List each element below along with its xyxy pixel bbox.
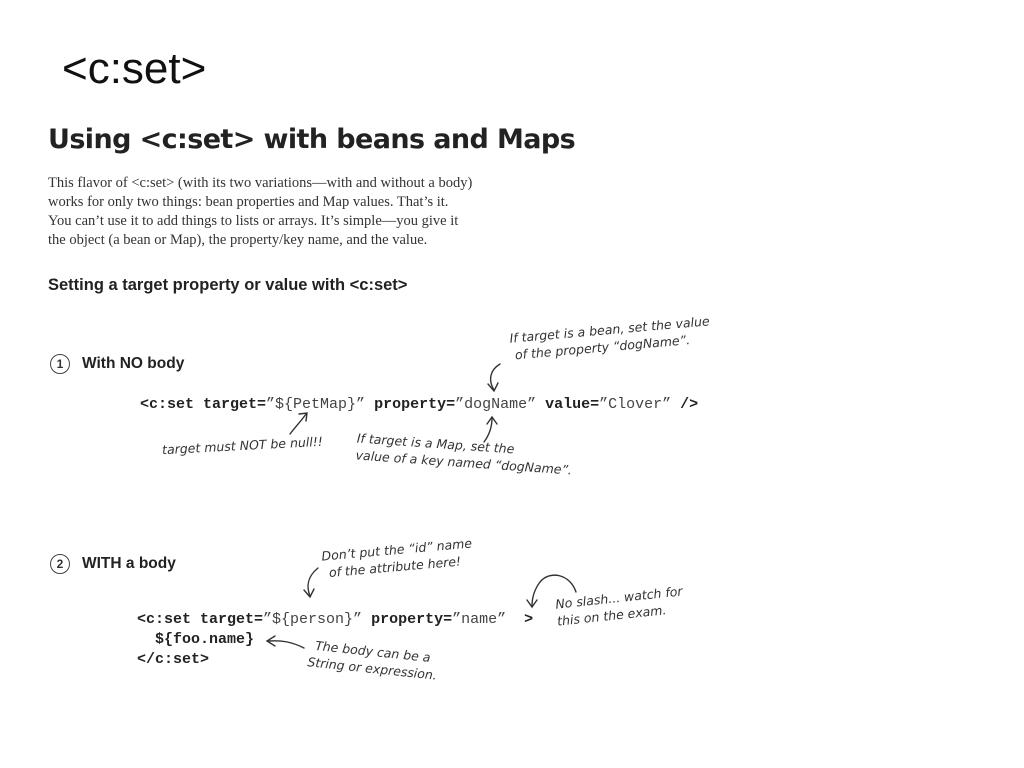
- code-line-no-body: <c:set target=”${PetMap}” property=”dogN…: [140, 396, 698, 413]
- code-target-value: ”${PetMap}”: [266, 396, 366, 413]
- code-value-attr: value=: [536, 396, 600, 413]
- step-number-badge: 2: [50, 554, 70, 574]
- code-property-attr: property=: [362, 611, 453, 628]
- code-line-with-body: <c:set target=”${person}” property=”name…: [137, 611, 533, 628]
- subheading: Setting a target property or value with …: [48, 276, 408, 294]
- arrow-map-note: [483, 417, 493, 443]
- arrow-body-note: [267, 640, 305, 649]
- code-property-attr: property=: [365, 396, 456, 413]
- code-value-value: ”Clover”: [599, 396, 672, 413]
- arrow-bean-note: [489, 363, 501, 391]
- code-open-tag: <c:set target=: [137, 611, 264, 628]
- arrow-id-note: [307, 567, 319, 597]
- slide-title: <c:set>: [62, 44, 207, 93]
- section-heading: Using <c:set> with beans and Maps: [48, 124, 576, 155]
- code-close-tag: >: [506, 611, 534, 628]
- intro-line: This flavor of <c:set> (with its two var…: [48, 175, 473, 191]
- intro-line: works for only two things: bean properti…: [48, 194, 449, 211]
- annotation-body: The body can be a String or expression.: [307, 637, 440, 684]
- code-body: ${foo.name}: [155, 631, 255, 648]
- step-1-header: 1 With NO body: [50, 354, 184, 374]
- step-2-header: 2 WITH a body: [50, 554, 176, 574]
- annotation-slash: No slash... watch for this on the exam.: [555, 583, 686, 630]
- code-end-tag: </c:set>: [137, 651, 210, 668]
- code-target-value: ”${person}”: [263, 611, 363, 628]
- intro-line: You can’t use it to add things to lists …: [48, 213, 459, 230]
- code-open-tag: <c:set target=: [140, 396, 267, 413]
- intro-line: the object (a bean or Map), the property…: [48, 232, 428, 249]
- arrow-null-note: [289, 413, 307, 435]
- annotation-map: If target is a Map, set the value of a k…: [355, 430, 574, 479]
- annotation-id: Don’t put the “id” name of the attribute…: [321, 535, 474, 582]
- annotation-bean: If target is a bean, set the value of th…: [509, 313, 712, 364]
- step-number-badge: 1: [50, 354, 70, 374]
- code-property-value: ”dogName”: [455, 396, 537, 413]
- code-property-value: ”name”: [452, 611, 507, 628]
- step-label: With NO body: [82, 355, 185, 372]
- step-label: WITH a body: [82, 555, 176, 572]
- intro-paragraph: This flavor of <c:set> (with its two var…: [48, 174, 568, 251]
- annotation-null: target must NOT be null!!: [161, 433, 324, 458]
- code-close-tag: />: [671, 396, 699, 413]
